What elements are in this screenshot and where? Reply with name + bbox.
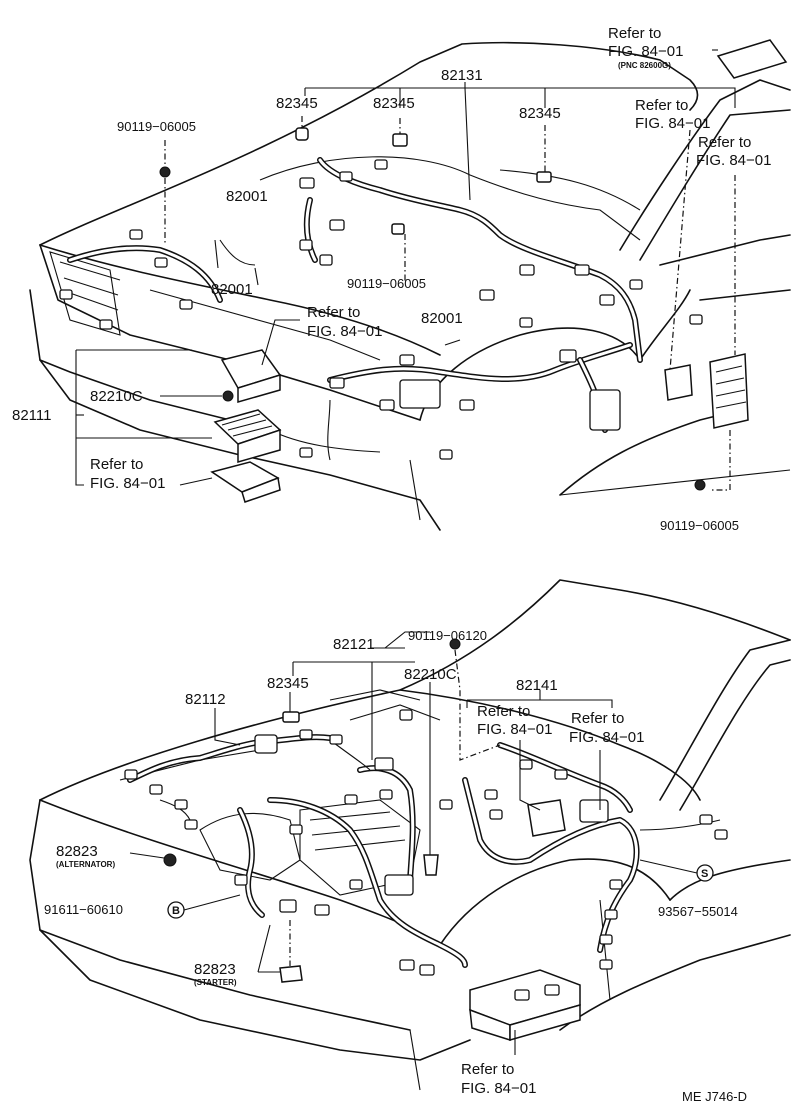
label-bolt-c: 90119−06005 bbox=[660, 518, 739, 533]
label-82210c-bottom: 82210C bbox=[404, 666, 457, 683]
label-bolt-b: 90119−06005 bbox=[347, 276, 426, 291]
starter-note: (STARTER) bbox=[194, 978, 237, 987]
ref-left-line2: FIG. 84−01 bbox=[90, 475, 165, 492]
ref-bottom-line1: Refer to bbox=[461, 1061, 514, 1078]
top-leaders bbox=[75, 49, 736, 491]
top-labels: Refer to FIG. 84−01 (PNC 82600G) Refer t… bbox=[12, 25, 771, 533]
top-connectors bbox=[59, 159, 703, 460]
label-82001-b: 82001 bbox=[211, 281, 253, 298]
label-82141: 82141 bbox=[516, 677, 558, 694]
bolt-90119-06120 bbox=[449, 638, 461, 650]
bolt-90119-b bbox=[391, 223, 405, 235]
ref-pnc-line2: FIG. 84−01 bbox=[608, 43, 683, 60]
drawing-id: ME J746-D bbox=[682, 1089, 747, 1104]
bottom-connectors bbox=[124, 709, 728, 976]
relay-plate-82600g bbox=[716, 39, 788, 79]
bottom-labels: 90119−06120 82121 82345 82210C 82141 821… bbox=[44, 628, 747, 1104]
block-82210c-clip bbox=[222, 390, 234, 402]
clip-82345-b bbox=[392, 133, 408, 147]
ref-left-line1: Refer to bbox=[90, 456, 143, 473]
ref-right2-line1: Refer to bbox=[698, 134, 751, 151]
clip-82345-c bbox=[536, 171, 552, 183]
label-93567: 93567−55014 bbox=[658, 904, 738, 919]
label-82345-c: 82345 bbox=[519, 105, 561, 122]
bottom-harness bbox=[127, 734, 721, 968]
alternator-terminal bbox=[163, 853, 177, 867]
top-parts bbox=[159, 39, 788, 503]
label-82823-alt: 82823 bbox=[56, 843, 98, 860]
ref-right1-line1: Refer to bbox=[635, 97, 688, 114]
ref-right2-line2: FIG. 84−01 bbox=[696, 152, 771, 169]
ref-a-line2: FIG. 84−01 bbox=[477, 721, 552, 738]
relay-right-1 bbox=[664, 364, 693, 401]
label-82131: 82131 bbox=[441, 67, 483, 84]
label-bolt-06120: 90119−06120 bbox=[408, 628, 487, 643]
ref-right1-line2: FIG. 84−01 bbox=[635, 115, 710, 132]
ref-b-line1: Refer to bbox=[571, 710, 624, 727]
bottom-parts bbox=[163, 638, 714, 1042]
label-82121: 82121 bbox=[333, 636, 375, 653]
starter-terminal bbox=[279, 965, 303, 983]
label-bolt-a: 90119−06005 bbox=[117, 119, 196, 134]
relay-bottom-a bbox=[527, 799, 566, 837]
label-82345-b: 82345 bbox=[373, 95, 415, 112]
marker-b-text: B bbox=[172, 905, 180, 917]
clip-82345-bottom bbox=[282, 711, 300, 723]
alternator-note: (ALTERNATOR) bbox=[56, 860, 115, 869]
label-82345-a: 82345 bbox=[276, 95, 318, 112]
bolt-90119-c bbox=[694, 479, 706, 491]
label-82823-start: 82823 bbox=[194, 961, 236, 978]
label-82001-c: 82001 bbox=[421, 310, 463, 327]
ref-center-line2: FIG. 84−01 bbox=[307, 323, 382, 340]
clip-82345-a bbox=[295, 127, 309, 141]
ref-pnc-line3: (PNC 82600G) bbox=[618, 61, 671, 70]
block-82210c-bottom bbox=[423, 854, 439, 876]
ref-center-line1: Refer to bbox=[307, 304, 360, 321]
label-82210c: 82210C bbox=[90, 388, 143, 405]
relay-right-2 bbox=[709, 353, 749, 429]
label-bolt-91611: 91611−60610 bbox=[44, 902, 123, 917]
label-82001-a: 82001 bbox=[226, 188, 268, 205]
label-82111: 82111 bbox=[12, 407, 52, 424]
marker-s-text: S bbox=[701, 868, 708, 880]
ref-pnc-line1: Refer to bbox=[608, 25, 661, 42]
ref-a-line1: Refer to bbox=[477, 703, 530, 720]
label-82345-bottom: 82345 bbox=[267, 675, 309, 692]
ref-b-line2: FIG. 84−01 bbox=[569, 729, 644, 746]
bolt-90119-a bbox=[159, 166, 171, 178]
label-82112: 82112 bbox=[185, 691, 226, 708]
bottom-leaders bbox=[129, 631, 698, 1055]
ref-bottom-line2: FIG. 84−01 bbox=[461, 1080, 536, 1097]
